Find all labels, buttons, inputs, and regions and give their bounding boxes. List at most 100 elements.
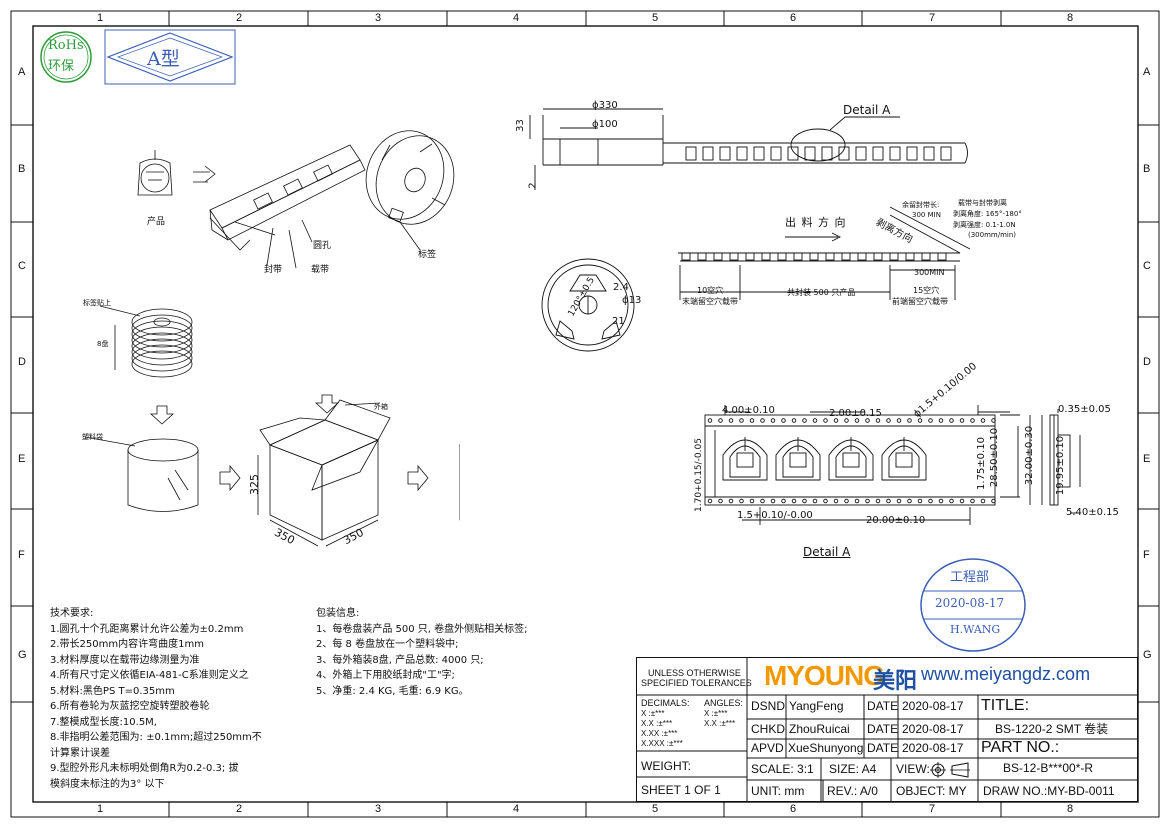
row-label-f-right: F [1143,549,1150,561]
sprocket-hole [770,418,776,423]
brand-cn: 美阳 [873,668,918,693]
peel-note-3: 剥离强度: 0.1-1.0N [953,221,1016,229]
hole-label: 圆孔 [313,241,332,251]
feed-pocket [937,252,947,261]
tech-notes-title: 技术要求: [50,608,94,619]
tech-notes: 技术要求: 1.圆孔十个孔距离累计允许公差为±0.2mm 2.带长250mm内容… [50,606,262,792]
component-body [895,452,913,468]
tech-note-line: 9.型腔外形凡未标明处倒角R为0.2-0.3; 拔 [50,763,239,774]
tape-pocket [889,146,901,161]
sprocket-hole [886,498,891,504]
brand-website: www.meiyangdz.com [921,664,1091,684]
component-outline [835,445,867,478]
col-label-7: 7 [929,12,936,24]
sprocket-hole [917,498,923,504]
sprocket-hole [833,498,839,504]
row-label-a: A [18,66,26,78]
feed-pocket [681,252,691,261]
sprocket-hole [844,418,849,423]
sprocket-hole [760,418,765,423]
detail-dim-28-5: 28.50±0.10 [989,427,1001,488]
sprocket-hole [875,498,881,504]
sprocket-hole [896,418,902,423]
decimals-label: DECIMALS: [641,698,690,708]
tolerance-note-1: UNLESS OTHERWISE [648,668,741,678]
check-date: 2020-08-17 [902,722,964,736]
peel-note-2: 剥离角度: 165°-180° [953,210,1022,218]
reel-diameter-330: ϕ330 [592,100,618,111]
feed-pocket [745,252,755,261]
date-label-3: DATE [867,741,899,755]
tech-note-line: 计算累计误差 [50,747,110,759]
packaging-process-drawing [84,130,460,547]
row-label-c-right: C [1143,260,1151,272]
reel-width-33: 33 [514,119,526,132]
sprocket-hole [970,418,975,423]
reel-label-label: 标签 [418,250,437,260]
sprocket-hole [749,418,755,423]
col-label-5: 5 [652,12,659,24]
feed-pocket [825,252,835,261]
detail-dim-19-95: 19.95±0.10 [1055,435,1067,496]
feed-pocket [857,252,867,261]
date-label-1: DATE [867,699,899,713]
cover-tape-label: 封带 [264,265,283,275]
col-label-1-bottom: 1 [97,803,104,815]
col-label-1: 1 [97,12,104,24]
col-label-8: 8 [1067,12,1074,24]
weight-label: WEIGHT: [641,759,691,773]
sprocket-hole [959,498,965,504]
col-label-4: 4 [513,12,520,24]
stack-count-label: 8盘 [97,340,109,348]
sprocket-hole [907,418,912,423]
sprocket-hole [865,498,870,504]
reel-dim-21: 21 [612,316,625,327]
sprocket-hole [970,498,975,504]
component-body [789,452,807,468]
detail-dim-1-5: 1.5+0.10/-0.00 [737,510,813,521]
checked-by-label: CHKD [751,722,786,736]
sprocket-hole [907,498,912,504]
component-outline [729,445,761,478]
front-empty-label: 前端留空穴载带 [892,297,948,306]
object-field: OBJECT: MY [896,784,967,798]
tape-pocket [940,146,952,161]
feed-pocket [761,252,771,261]
tech-note-line: 7.整模成型长度:10.5M, [50,716,157,728]
title-label: TITLE: [981,697,1030,714]
feed-pocket [697,252,707,261]
drawing-number: DRAW NO.:MY-BD-0011 [983,784,1115,798]
sprocket-hole [938,498,944,504]
tape-pocket [821,146,833,161]
feed-direction-label: 出 料 方 向 [785,216,847,229]
tape-cavity [722,439,768,481]
sprocket-hole [802,498,807,504]
checked-by-name: ZhouRuicai [789,722,850,736]
sprocket-hole [728,418,734,423]
tech-note-line: 1.圆孔十个孔距离累计允许公差为±0.2mm [50,623,244,635]
row-label-g-right: G [1143,649,1152,661]
feed-pocket [905,252,915,261]
tape-pocket [855,146,867,161]
sprocket-hole [949,418,954,423]
tape-pocket [906,146,918,161]
sprocket-hole [728,498,734,504]
rohs-label: RoHs [48,38,84,53]
tech-note-line: 4.所有尺寸定义依循EIA-481-C系准则定义之 [50,670,249,681]
tape-pocket [753,146,765,161]
col-label-5-bottom: 5 [652,803,659,815]
tech-note-line: 5.材料:黑色PS T=0.35mm [50,685,175,697]
product-label: 产品 [147,217,166,227]
row-label-a-right: A [1143,66,1151,78]
detail-thickness: 0.35±0.05 [1058,404,1111,415]
revision-field: REV.: A/0 [827,784,878,798]
packing-info-line: 3、每外箱装8盘, 产品总数: 4000 只; [316,654,484,666]
tech-note-line: 模斜度未标注的为3° 以下 [50,778,165,790]
sprocket-hole [791,418,797,423]
tape-pocket [872,146,884,161]
component-outline [888,445,920,478]
col-label-6: 6 [790,12,797,24]
reel-and-tape-drawing [529,108,971,352]
title-block [636,657,1138,802]
